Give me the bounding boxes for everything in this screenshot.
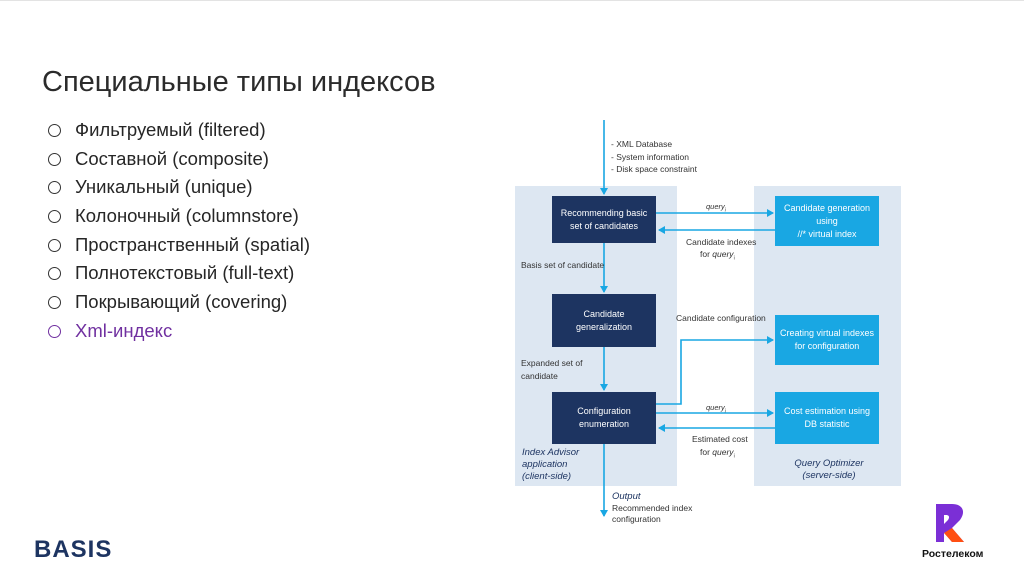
slide-title: Специальные типы индексов xyxy=(42,66,436,98)
box-line: Candidate generation xyxy=(783,202,871,213)
box-line: enumeration xyxy=(578,419,630,429)
output-label: Output Recommended index configuration xyxy=(612,491,692,525)
bullet-text: Фильтруемый (filtered) xyxy=(75,119,266,140)
circle-bullet-icon xyxy=(48,238,61,252)
circle-bullet-icon xyxy=(48,181,61,195)
box-line: DB statistic xyxy=(804,419,850,429)
input-item: System information xyxy=(611,151,697,164)
input-list: XML Database System information Disk spa… xyxy=(611,138,697,176)
edge-label: candidate xyxy=(521,371,558,381)
box-line: for configuration xyxy=(794,341,860,351)
optimizer-panel-label: Query Optimizer (server-side) xyxy=(784,458,874,482)
box-line: Recommending basic xyxy=(560,207,648,218)
arrow-cand-config xyxy=(656,336,774,405)
box-line: //* virtual index xyxy=(797,228,857,239)
top-divider xyxy=(0,0,1024,1)
bullet-text: Xml-индекс xyxy=(75,319,173,341)
bullet-item: Полнотекстовый (full-text) xyxy=(48,259,310,288)
edge-label: Estimated cost xyxy=(692,434,748,444)
output-line: Recommended index xyxy=(612,503,693,513)
candidate-generation-box: Candidate generation using //* virtual ind… xyxy=(775,196,879,246)
rostelecom-logo-icon xyxy=(936,504,964,542)
edge-label: for queryi xyxy=(700,447,735,460)
input-item: XML Database xyxy=(611,138,697,151)
enumeration-box: Configuration enumeration xyxy=(552,392,656,444)
panel-label-line: application xyxy=(522,459,568,470)
bullet-text: Покрывающий (covering) xyxy=(75,291,288,313)
recommend-box: Recommending basic set of candidates xyxy=(552,196,656,243)
advisor-panel-label: Index Advisor application (client-side) xyxy=(522,447,579,483)
bullet-item: Уникальный (unique) xyxy=(48,173,310,202)
bullet-item: Колоночный (columnstore) xyxy=(48,202,310,231)
panel-label-line: (server-side) xyxy=(802,470,856,481)
generalization-box: Candidate generalization xyxy=(552,294,656,347)
edge-label: Expanded set of xyxy=(521,358,583,368)
box-line: Cost estimation using xyxy=(783,406,871,416)
bullet-item: Составной (composite) xyxy=(48,145,310,174)
panel-label-line: Query Optimizer xyxy=(794,458,864,469)
edge-label: queryi xyxy=(706,403,726,415)
edge-label: Candidate indexes xyxy=(686,237,757,247)
bullet-text: Колоночный (columnstore) xyxy=(75,205,299,227)
edge-label: Basis set of candidate xyxy=(521,260,605,270)
bullet-text: Пространственный (spatial) xyxy=(75,233,311,255)
box-line: using xyxy=(816,215,838,226)
input-item: Disk space constraint xyxy=(611,163,697,176)
panel-label-line: (client-side) xyxy=(522,471,572,482)
box-line: set of candidates xyxy=(569,220,639,231)
circle-bullet-icon xyxy=(48,267,61,281)
output-line: configuration xyxy=(612,514,661,524)
virtual-indexes-box: Creating virtual indexes for configuratio… xyxy=(775,315,879,365)
bullet-item: Пространственный (spatial) xyxy=(48,231,310,260)
bullet-item-highlighted: Xml-индекс xyxy=(48,317,310,346)
box-line: Configuration xyxy=(577,406,631,416)
circle-bullet-icon xyxy=(48,209,61,223)
basis-logo: BASIS xyxy=(34,536,113,563)
circle-bullet-icon xyxy=(48,295,61,309)
panel-label-line: Index Advisor xyxy=(522,447,580,458)
edge-label: for queryi xyxy=(700,249,735,262)
bullet-item: Покрывающий (covering) xyxy=(48,288,310,317)
output-title: Output xyxy=(612,491,641,502)
box-line: Candidate generalization xyxy=(575,308,633,332)
bullet-item: Фильтруемый (filtered) xyxy=(48,116,310,145)
circle-bullet-icon xyxy=(48,152,61,166)
bullet-text: Полнотекстовый (full-text) xyxy=(75,262,295,284)
rostelecom-logo-text: Ростелеком xyxy=(922,548,984,560)
edge-label: queryi xyxy=(706,202,726,214)
bullet-text: Уникальный (unique) xyxy=(75,176,253,198)
circle-bullet-icon xyxy=(48,123,61,137)
bullet-list: Фильтруемый (filtered) Составной (compos… xyxy=(48,116,310,346)
cost-estimation-box: Cost estimation using DB statistic xyxy=(775,392,879,444)
bullet-text: Составной (composite) xyxy=(75,147,269,169)
circle-bullet-icon xyxy=(48,324,61,338)
box-line: Creating virtual indexes xyxy=(779,328,875,338)
edge-label: Candidate configuration xyxy=(676,313,766,323)
